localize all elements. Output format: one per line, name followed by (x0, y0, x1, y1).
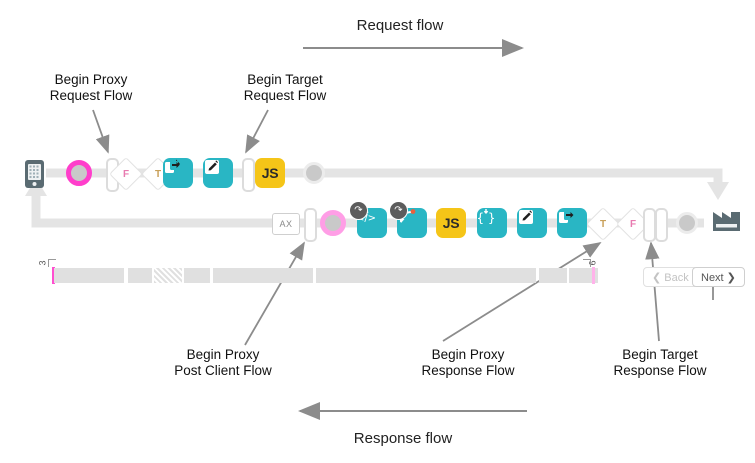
annotation-line-2: Response Flow (421, 363, 515, 378)
annotation-begin-proxy-response-flow: Begin Proxy Response Flow (393, 347, 543, 379)
flow-start-bar-target-request[interactable] (242, 158, 255, 192)
js-label: JS (442, 215, 460, 231)
request-flow-heading: Request flow (356, 17, 444, 34)
timeline-playhead[interactable] (52, 267, 55, 284)
annotation-line-2: Request Flow (243, 88, 327, 103)
timeline-segment[interactable] (569, 268, 598, 283)
ax-badge[interactable]: AX (272, 213, 300, 235)
policy-tile-share-arrow-response[interactable] (557, 208, 587, 238)
annotation-begin-target-request-flow: Begin Target Request Flow (210, 72, 360, 104)
braces-icon: { } (476, 209, 496, 225)
timeline-segment[interactable] (539, 268, 567, 283)
timeline-marker-secondary (592, 267, 595, 284)
annotation-begin-proxy-request-flow: Begin Proxy Request Flow (16, 72, 166, 104)
policy-tile-braces-response[interactable]: { } (476, 208, 507, 238)
timeline-left-tick: 3 (37, 260, 48, 266)
condition-label: F (122, 168, 130, 180)
magenta-ring-node-request[interactable] (66, 160, 92, 186)
back-button[interactable]: ❮ Back (643, 267, 698, 287)
annotation-line-2: Request Flow (49, 88, 133, 103)
timeline-track[interactable] (48, 267, 598, 284)
attached-flag-badge-return-arrow[interactable]: ↷ (389, 201, 408, 220)
timeline-segment[interactable] (184, 268, 210, 283)
share-arrow-icon (559, 211, 574, 223)
svg-text:</>: </> (356, 213, 376, 224)
factory-icon (713, 212, 740, 231)
annotation-line-1: Begin Proxy (431, 347, 505, 362)
annotation-line-1: Begin Proxy (186, 347, 260, 362)
pencil-icon (519, 210, 533, 224)
share-arrow-icon (165, 159, 180, 173)
grey-node-response[interactable] (676, 212, 698, 234)
timeline-segment[interactable] (213, 268, 313, 283)
svg-text:{ }: { } (476, 211, 495, 225)
policy-tile-js-request[interactable]: JS (255, 158, 285, 188)
attached-flag-badge-code-tag[interactable]: ↷ (349, 201, 368, 220)
response-flow-heading: Response flow (353, 430, 453, 447)
next-button[interactable]: Next ❯ (692, 267, 745, 287)
timeline-right-bracket (583, 259, 591, 267)
flow-start-bar-target-response-b[interactable] (655, 208, 668, 242)
grey-node-request[interactable] (303, 162, 325, 184)
js-label: JS (261, 165, 279, 181)
flow-start-bar-post-client[interactable] (304, 208, 317, 242)
annotation-line-1: Begin Target (247, 72, 323, 87)
annotation-line-1: Begin Target (622, 347, 698, 362)
timeline-segment[interactable] (154, 268, 182, 283)
timeline-left-bracket (48, 259, 56, 267)
timeline-segment[interactable] (54, 268, 124, 283)
condition-label: F (629, 218, 637, 230)
policy-tile-js-response[interactable]: JS (436, 208, 466, 238)
annotation-line-2: Post Client Flow (174, 363, 272, 378)
mobile-phone-icon (25, 160, 44, 188)
annotation-line-1: Begin Proxy (54, 72, 128, 87)
magenta-ring-node-response[interactable] (320, 210, 346, 236)
annotation-begin-proxy-post-client-flow: Begin Proxy Post Client Flow (148, 347, 298, 379)
pencil-icon (205, 160, 219, 174)
policy-tile-pencil-request[interactable] (203, 158, 233, 188)
annotation-begin-target-response-flow: Begin Target Response Flow (585, 347, 735, 379)
timeline-segment[interactable] (316, 268, 536, 283)
annotation-leaders (92, 109, 721, 346)
timeline-segment[interactable] (128, 268, 152, 283)
condition-label: T (599, 218, 607, 230)
policy-tile-pencil-response[interactable] (517, 208, 547, 238)
annotation-line-2: Response Flow (613, 363, 707, 378)
policy-tile-share-arrow-request[interactable] (163, 158, 193, 188)
